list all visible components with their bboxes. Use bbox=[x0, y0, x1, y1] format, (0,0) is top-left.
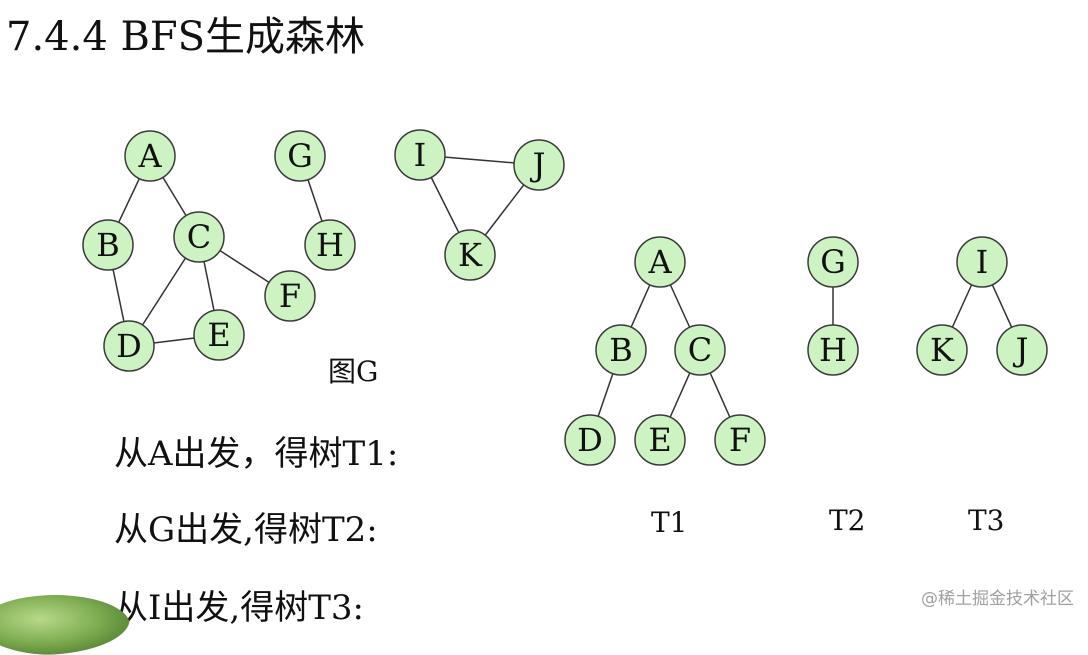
tree-label-t1: T1 bbox=[651, 506, 688, 539]
tree-node-E-circle bbox=[634, 414, 686, 466]
tree-node-G-circle bbox=[807, 236, 859, 288]
tree-node-A: A bbox=[634, 236, 686, 288]
graph-node-B-label: B bbox=[96, 226, 120, 264]
graph-node-C-label: C bbox=[187, 218, 211, 256]
graph-node-J: J bbox=[513, 139, 565, 191]
graph-node-D-circle bbox=[103, 320, 155, 372]
graph-node-F-label: F bbox=[279, 277, 301, 315]
graph-node-C: C bbox=[173, 211, 225, 263]
tree-node-C-label: C bbox=[688, 331, 712, 369]
tree-node-H-label: H bbox=[819, 331, 847, 369]
tree-node-G-label: G bbox=[820, 243, 846, 281]
tree-node-H: H bbox=[807, 324, 859, 376]
graph-node-B-circle bbox=[82, 219, 134, 271]
decorative-foliage bbox=[0, 595, 130, 655]
description-t3: 从I出发,得树T3: bbox=[114, 588, 365, 628]
page-title: 7.4.4 BFS生成森林 bbox=[6, 14, 366, 60]
graph-node-G-label: G bbox=[287, 137, 313, 175]
graph-node-K-circle bbox=[444, 229, 496, 281]
tree-node-B: B bbox=[595, 324, 647, 376]
graph-node-D-label: D bbox=[116, 327, 142, 365]
tree-node-F: F bbox=[714, 414, 766, 466]
graph-node-C-circle bbox=[173, 211, 225, 263]
tree-node-D: D bbox=[564, 414, 616, 466]
tree-node-J-circle bbox=[996, 324, 1048, 376]
tree-label-t2: T2 bbox=[829, 504, 866, 537]
tree-node-B-circle bbox=[595, 324, 647, 376]
tree-node-D-label: D bbox=[577, 421, 603, 459]
tree-node-F-label: F bbox=[729, 421, 751, 459]
graph-node-I-label: I bbox=[414, 136, 427, 174]
graph-g-label: 图G bbox=[328, 355, 379, 388]
graph-node-G-circle bbox=[274, 130, 326, 182]
graph-node-H-circle bbox=[304, 219, 356, 271]
tree-node-D-circle bbox=[564, 414, 616, 466]
tree-node-A-circle bbox=[634, 236, 686, 288]
tree-label-t3: T3 bbox=[968, 504, 1005, 537]
graph-node-K-label: K bbox=[458, 236, 483, 274]
tree-node-K-label: K bbox=[930, 331, 955, 369]
tree-node-K-circle bbox=[916, 324, 968, 376]
tree-node-C: C bbox=[674, 324, 726, 376]
tree-node-I-circle bbox=[956, 236, 1008, 288]
graph-node-E: E bbox=[193, 309, 245, 361]
graph-node-F: F bbox=[264, 270, 316, 322]
graph-node-I-circle bbox=[394, 129, 446, 181]
graph-node-E-circle bbox=[193, 309, 245, 361]
tree-node-C-circle bbox=[674, 324, 726, 376]
graph-node-A: A bbox=[124, 130, 176, 182]
description-t1: 从A出发，得树T1: bbox=[114, 434, 399, 474]
description-t2: 从G出发,得树T2: bbox=[114, 510, 378, 550]
tree-node-J: J bbox=[996, 324, 1048, 376]
graph-node-I: I bbox=[394, 129, 446, 181]
bfs-forest-diagram: A B C D E F G H I J K A B C D E F G H I K J bbox=[82, 129, 1048, 466]
tree-node-G: G bbox=[807, 236, 859, 288]
tree-node-E: E bbox=[634, 414, 686, 466]
tree-node-I: I bbox=[956, 236, 1008, 288]
tree-node-J-label: J bbox=[1013, 331, 1029, 369]
graph-node-J-label: J bbox=[530, 146, 546, 184]
tree-node-E-label: E bbox=[648, 421, 671, 459]
graph-node-F-circle bbox=[264, 270, 316, 322]
tree-node-I-label: I bbox=[976, 243, 989, 281]
graph-node-A-circle bbox=[124, 130, 176, 182]
tree-node-H-circle bbox=[807, 324, 859, 376]
graph-node-H-label: H bbox=[316, 226, 344, 264]
graph-node-E-label: E bbox=[207, 316, 230, 354]
graph-node-G: G bbox=[274, 130, 326, 182]
graph-node-B: B bbox=[82, 219, 134, 271]
tree-node-F-circle bbox=[714, 414, 766, 466]
graph-node-D: D bbox=[103, 320, 155, 372]
graph-node-J-circle bbox=[513, 139, 565, 191]
graph-node-H: H bbox=[304, 219, 356, 271]
graph-node-A-label: A bbox=[137, 137, 162, 175]
watermark: @稀土掘金技术社区 bbox=[921, 589, 1074, 609]
tree-node-K: K bbox=[916, 324, 968, 376]
graph-node-K: K bbox=[444, 229, 496, 281]
tree-node-B-label: B bbox=[609, 331, 633, 369]
tree-node-A-label: A bbox=[647, 243, 672, 281]
